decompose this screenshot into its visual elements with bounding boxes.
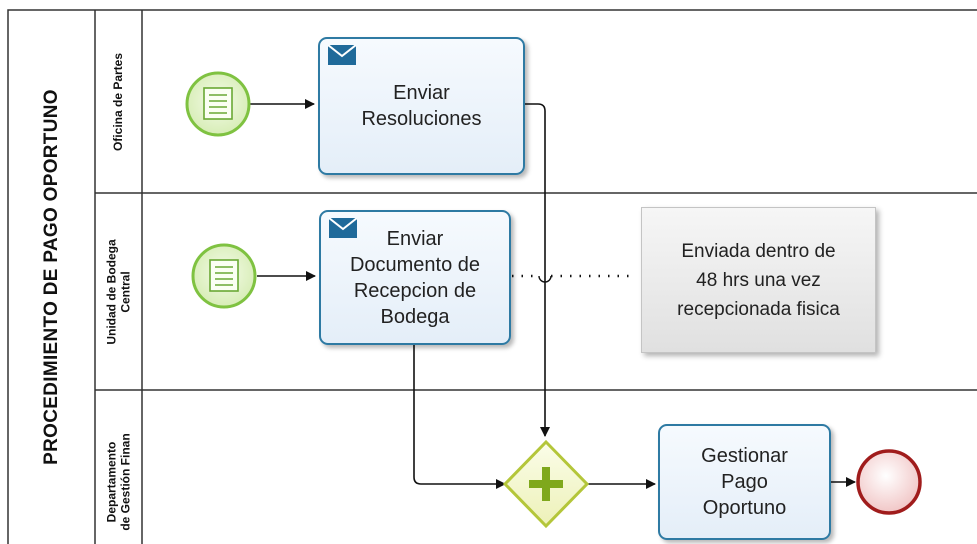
task-label-line: Oportuno <box>702 497 787 519</box>
pool-title: PROCEDIMIENTO DE PAGO OPORTUNO <box>40 89 62 465</box>
pool-frame <box>7 9 977 544</box>
envelope-icon <box>329 218 357 238</box>
lane-label-departamento-gestion: Departamento de Gestión Finan <box>95 390 142 544</box>
task-label-line: Enviar <box>386 227 444 250</box>
pool-label: PROCEDIMIENTO DE PAGO OPORTUNO <box>8 10 95 544</box>
flow-enviar-resoluciones-to-gateway <box>525 103 550 437</box>
task-label-line: Enviar <box>393 82 450 104</box>
task-label-line: Bodega <box>380 305 450 328</box>
message-start-event-icon <box>191 243 257 309</box>
end-event-icon <box>856 449 922 515</box>
task-label-line: Pago <box>721 471 768 493</box>
lane-label-line: Departamento <box>104 441 119 523</box>
annotation-line: 48 hrs una vez <box>696 269 821 291</box>
lane-label-line: Oficina de Partes <box>111 52 126 151</box>
task-gestionar-pago-oportuno[interactable]: Gestionar Pago Oportuno <box>658 424 831 540</box>
task-label-line: Documento de <box>349 253 481 276</box>
task-enviar-documento-recepcion-bodega[interactable]: Enviar Documento de Recepcion de Bodega <box>319 210 511 345</box>
task-label-line: Resoluciones <box>361 108 482 130</box>
lane-label-oficina-de-partes: Oficina de Partes <box>95 10 142 193</box>
association-to-annotation <box>512 274 632 283</box>
annotation-line: recepcionada fisica <box>677 298 840 320</box>
task-label-line: Gestionar <box>701 445 788 467</box>
task-label-line: Recepcion de <box>353 279 477 302</box>
envelope-icon <box>328 45 356 65</box>
lane-label-line: Unidad de Bodega <box>104 238 119 345</box>
task-enviar-resoluciones[interactable]: Enviar Resoluciones <box>318 37 525 175</box>
message-start-event-icon <box>185 71 251 137</box>
lane-label-unidad-de-bodega: Unidad de Bodega Central <box>95 193 142 390</box>
flow-enviar-documento-to-gateway <box>413 345 506 489</box>
annotation-line: Enviada dentro de <box>681 240 836 262</box>
lane-label-line: de Gestión Finan <box>118 433 133 531</box>
text-annotation: Enviada dentro de 48 hrs una vez recepci… <box>641 207 876 353</box>
parallel-gateway-icon <box>502 439 590 529</box>
lane-label-line: Central <box>118 270 133 313</box>
sequence-flows <box>250 99 856 489</box>
